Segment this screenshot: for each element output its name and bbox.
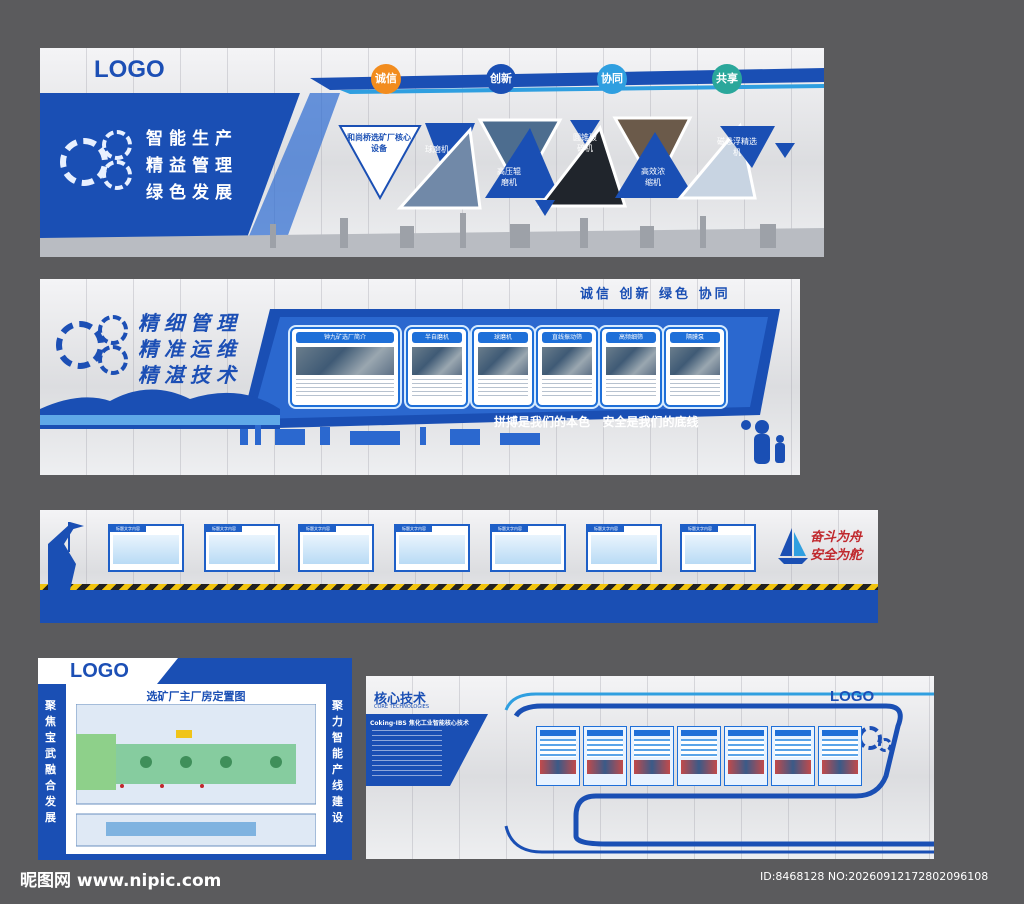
slogan-line-3: 绿色发展 — [146, 183, 238, 203]
equipment-label-thickener: 高效浓缩机 — [641, 167, 665, 187]
gear-icon — [102, 160, 132, 190]
notice-board: 标题文字内容 — [204, 524, 280, 572]
info-card-photo — [670, 347, 720, 375]
equipment-label-magnetic: 磁悬浮精选机 — [717, 137, 757, 157]
section-title: 核心技术 — [374, 692, 427, 707]
layout-title: 选矿厂主厂房定置图 — [146, 690, 246, 703]
section-subtitle: CORE TECHNOLOGIES — [374, 704, 430, 710]
info-card-text — [478, 379, 528, 397]
info-card-title: 半自磨机 — [412, 332, 462, 343]
equipment-triangles — [338, 116, 795, 216]
sailboat-icon — [778, 528, 808, 564]
motto: 拼搏是我们的本色 安全是我们的底线 — [494, 415, 699, 429]
equipment-label-cone-crusher: 圆锥破碎机 — [573, 133, 597, 153]
watermark-site: 昵图网 www.nipic.com — [20, 871, 222, 891]
info-card-title: 高频细筛 — [606, 332, 656, 343]
logo: LOGO — [830, 688, 875, 705]
info-card-title: 隔膜泵 — [670, 332, 720, 343]
info-card-text — [542, 379, 592, 397]
notice-board: 标题文字内容 — [298, 524, 374, 572]
notice-board: 标题文字内容 — [586, 524, 662, 572]
right-vertical-slogan: 聚力智能产线建设 — [332, 699, 343, 824]
logo-strip — [38, 658, 178, 684]
gear-icon — [60, 138, 108, 186]
tech-heading: Coking-IBS 焦化工业智能核心技术 — [370, 720, 469, 727]
slogan-line-1: 精细管理 — [138, 311, 242, 335]
logo: LOGO — [70, 660, 129, 682]
gear-icon — [56, 321, 104, 369]
info-card-photo — [542, 347, 592, 375]
info-card-photo — [412, 347, 462, 375]
panel-culture-wall-1: LOGO 智能生产 精益管理 绿色发展 诚信 创新 协同 共享 和尚桥选矿厂核心… — [40, 48, 824, 257]
value-badge-innovation: 创新 — [486, 64, 516, 94]
notice-board: 标题文字内容 — [680, 524, 756, 572]
slogan-line-2: 精益管理 — [146, 156, 238, 176]
info-card-text — [296, 379, 394, 397]
layout-board: 选矿厂主厂房定置图 — [66, 684, 326, 854]
equipment-label-hpgr: 高压辊磨机 — [497, 167, 521, 187]
info-card-photo — [606, 347, 656, 375]
tech-card — [818, 726, 862, 786]
value-badge-sharing: 共享 — [712, 64, 742, 94]
value-badge-integrity: 诚信 — [371, 64, 401, 94]
hazard-stripe — [40, 584, 878, 590]
tech-card — [771, 726, 815, 786]
plant-layout-map — [76, 704, 316, 847]
info-card-photo — [296, 347, 394, 375]
tech-card — [677, 726, 721, 786]
gear-icon — [98, 315, 128, 345]
values-line: 诚信 创新 绿色 协同 — [580, 287, 731, 302]
panel-safety-wall: 标题文字内容 标题文字内容 标题文字内容 标题文字内容 标题文字内容 标题文字内… — [40, 510, 878, 623]
gear-icon — [98, 345, 128, 375]
info-card-text — [606, 379, 656, 397]
info-card: 直线振动筛 — [536, 327, 598, 407]
gear-icon — [878, 738, 892, 752]
blue-base — [40, 590, 878, 623]
info-card: 高频细筛 — [600, 327, 662, 407]
info-card-title: 球磨机 — [478, 332, 528, 343]
notice-board: 标题文字内容 — [394, 524, 470, 572]
slogan-line-1: 智能生产 — [146, 129, 238, 149]
info-card-photo — [478, 347, 528, 375]
panel-core-technology: 核心技术 CORE TECHNOLOGIES Coking-IBS 焦化工业智能… — [366, 676, 934, 859]
left-vertical-slogan: 聚焦宝武融合发展 — [45, 699, 56, 824]
motto-line-2: 安全为舵 — [810, 548, 863, 563]
notice-board: 标题文字内容 — [108, 524, 184, 572]
core-equipment-title: 和尚桥选矿厂核心设备 — [347, 133, 411, 153]
gear-icon — [102, 130, 132, 160]
info-card-text — [412, 379, 462, 397]
tech-card — [536, 726, 580, 786]
panel-plant-layout: LOGO 选矿厂主厂房定置图 聚焦宝武融合发展 聚力智能产线建设 — [38, 658, 352, 860]
info-card-text — [670, 379, 720, 397]
logo: LOGO — [94, 56, 165, 83]
equipment-label-ball-mill: 球磨机 — [425, 145, 449, 154]
tech-text-block — [372, 730, 442, 780]
info-card-title: 钟九矿选厂简介 — [296, 332, 394, 343]
slogan-line-2: 精准运维 — [138, 337, 242, 361]
blue-backdrop — [40, 68, 824, 257]
tech-card — [724, 726, 768, 786]
value-badge-collaboration: 协同 — [597, 64, 627, 94]
motto-line-1: 奋斗为舟 — [810, 530, 863, 545]
panel-culture-wall-2: 诚信 创新 绿色 协同 精细管理 精准运维 精湛技术 钟九矿选厂简介 半自磨机 … — [40, 279, 800, 475]
tech-card — [630, 726, 674, 786]
info-card-title: 直线振动筛 — [542, 332, 592, 343]
info-card: 半自磨机 — [406, 327, 468, 407]
notice-board: 标题文字内容 — [490, 524, 566, 572]
info-card: 球磨机 — [472, 327, 534, 407]
slogan-line-3: 精湛技术 — [138, 363, 242, 387]
watermark-id: ID:8468128 NO:20260912172802096108 — [760, 870, 989, 883]
climbers-icon — [48, 522, 84, 590]
tech-card — [583, 726, 627, 786]
info-card: 钟九矿选厂简介 — [290, 327, 400, 407]
info-card: 隔膜泵 — [664, 327, 726, 407]
